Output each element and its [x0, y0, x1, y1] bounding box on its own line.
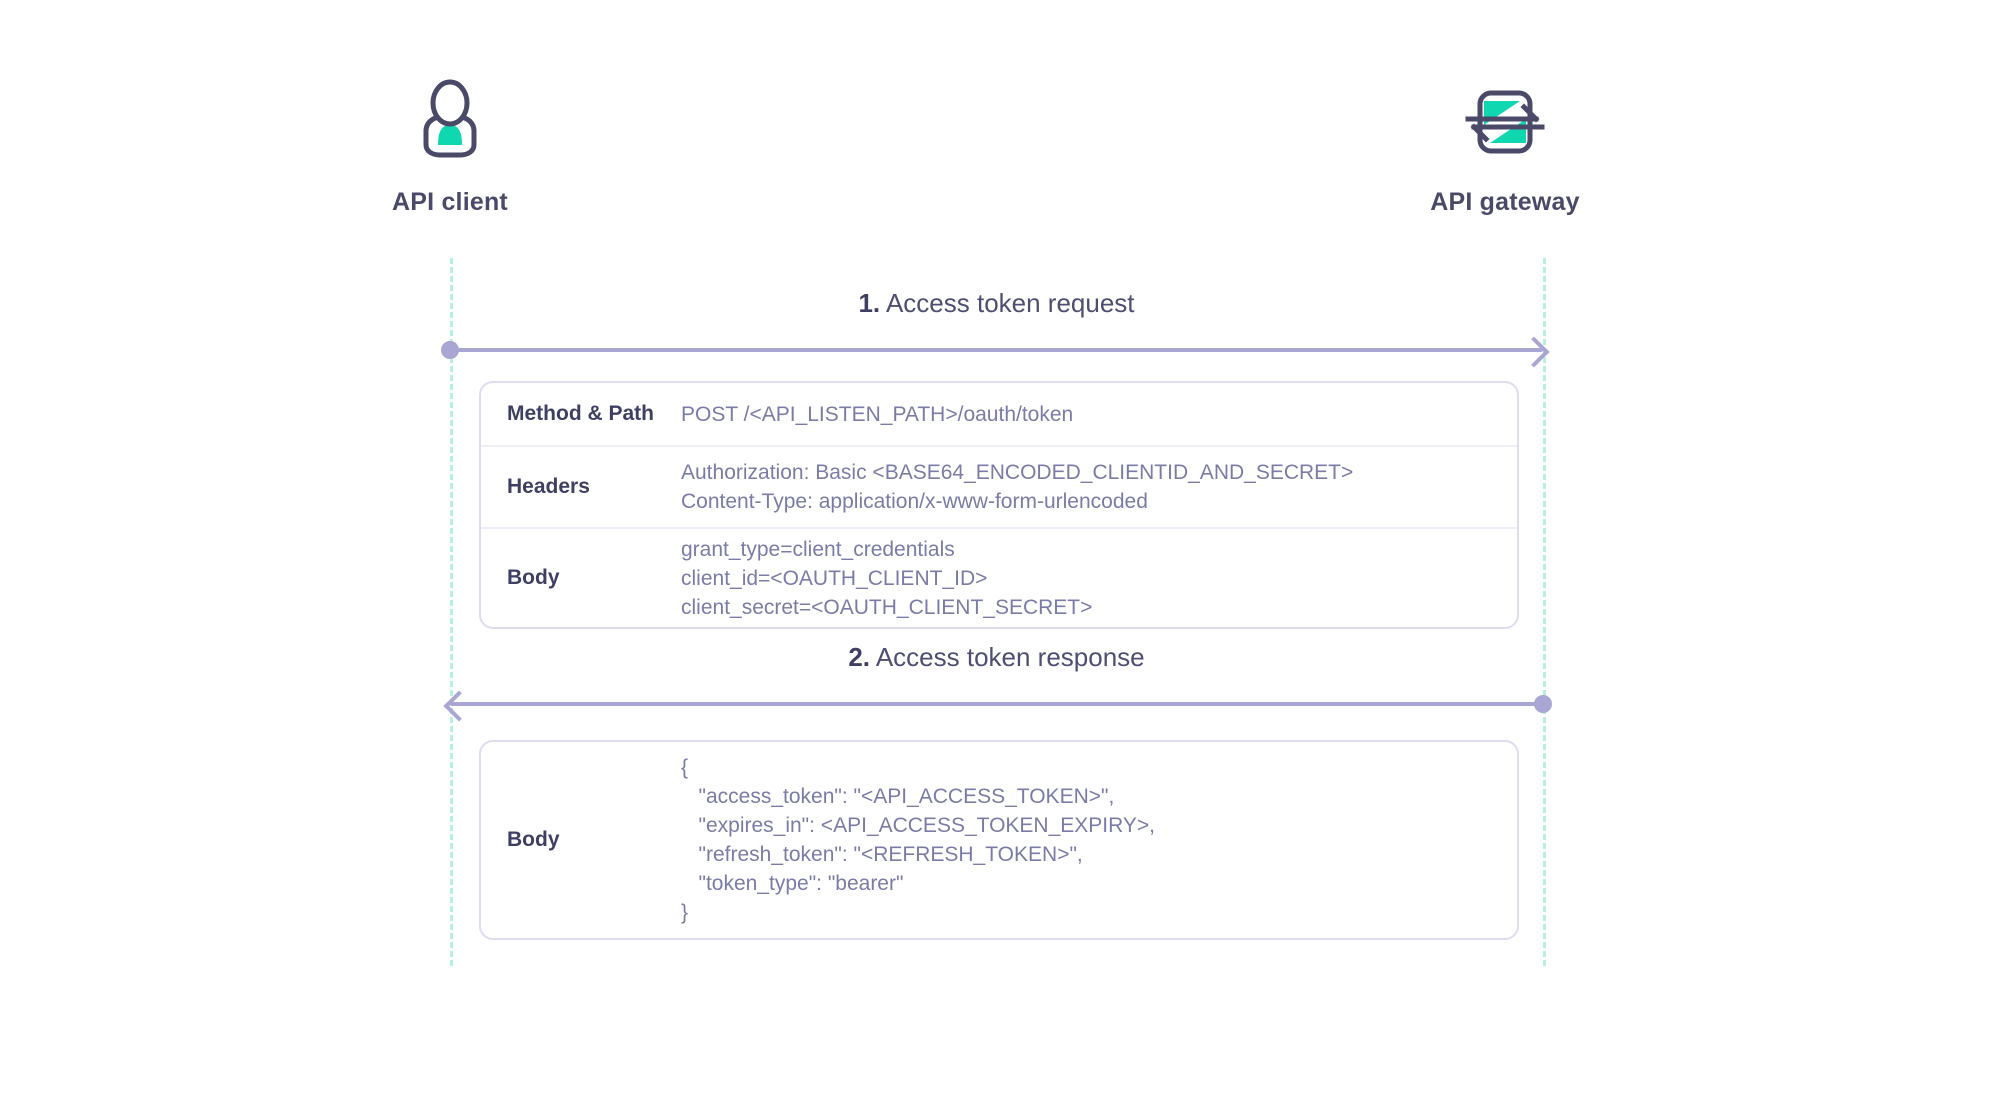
message-1: 1. Access token request — [441, 288, 1550, 368]
message-2-number: 2. — [848, 642, 871, 672]
arrow-line — [450, 348, 1543, 352]
table-row: Method & Path POST /<API_LISTEN_PATH>/oa… — [481, 383, 1517, 445]
message-2-label: 2. Access token response — [450, 642, 1543, 673]
actor-label-api-gateway: API gateway — [1430, 188, 1580, 216]
row-label: Body — [507, 828, 560, 851]
arrow-origin-dot — [1534, 695, 1552, 713]
message-1-label: 1. Access token request — [450, 288, 1543, 319]
lifeline-api-client — [450, 258, 453, 966]
message-2-arrow — [443, 690, 1552, 722]
request-detail-box: Method & Path POST /<API_LISTEN_PATH>/oa… — [479, 381, 1519, 629]
api-gateway-icon — [1355, 78, 1655, 166]
value-line: Authorization: Basic <BASE64_ENCODED_CLI… — [681, 461, 1354, 484]
value-line: client_secret=<OAUTH_CLIENT_SECRET> — [681, 595, 1093, 619]
message-1-arrow — [441, 336, 1550, 368]
user-icon — [300, 78, 600, 166]
row-value: { "access_token": "<API_ACCESS_TOKEN>", … — [681, 753, 1517, 927]
arrow-line — [450, 702, 1543, 706]
value-line: grant_type=client_credentials — [681, 537, 955, 561]
value-line: POST /<API_LISTEN_PATH>/oauth/token — [681, 402, 1074, 426]
arrow-origin-dot — [441, 341, 459, 359]
message-2-text: Access token response — [875, 642, 1145, 672]
message-2: 2. Access token response — [443, 642, 1552, 722]
value-line: "token_type": "bearer" — [681, 872, 904, 895]
actor-api-gateway: API gateway — [1355, 78, 1655, 217]
arrow-head-left-icon — [443, 690, 475, 722]
value-line: Content-Type: application/x-www-form-url… — [681, 490, 1148, 513]
message-1-text: Access token request — [885, 288, 1135, 318]
row-label: Headers — [507, 475, 590, 498]
value-line: "refresh_token": "<REFRESH_TOKEN>", — [681, 843, 1083, 866]
value-line: "expires_in": <API_ACCESS_TOKEN_EXPIRY>, — [681, 814, 1156, 837]
row-value: Authorization: Basic <BASE64_ENCODED_CLI… — [681, 458, 1517, 516]
value-line: { — [681, 756, 689, 779]
value-line: "access_token": "<API_ACCESS_TOKEN>", — [681, 785, 1115, 808]
response-detail-box: Body { "access_token": "<API_ACCESS_TOKE… — [479, 740, 1519, 940]
value-line: } — [681, 901, 689, 924]
table-row: Body grant_type=client_credentials clien… — [481, 527, 1517, 627]
actor-api-client: API client — [300, 78, 600, 217]
table-row: Headers Authorization: Basic <BASE64_ENC… — [481, 445, 1517, 527]
row-value: POST /<API_LISTEN_PATH>/oauth/token — [681, 400, 1517, 429]
actor-label-api-client: API client — [392, 188, 508, 216]
lifeline-api-gateway — [1543, 258, 1546, 966]
row-label: Body — [507, 566, 560, 589]
table-row: Body { "access_token": "<API_ACCESS_TOKE… — [481, 742, 1517, 938]
user-icon-svg — [423, 79, 477, 158]
api-gateway-icon-svg — [1465, 90, 1545, 154]
row-value: grant_type=client_credentials client_id=… — [681, 535, 1517, 622]
row-label: Method & Path — [507, 402, 654, 425]
message-1-number: 1. — [858, 288, 881, 318]
value-line: client_id=<OAUTH_CLIENT_ID> — [681, 566, 988, 590]
